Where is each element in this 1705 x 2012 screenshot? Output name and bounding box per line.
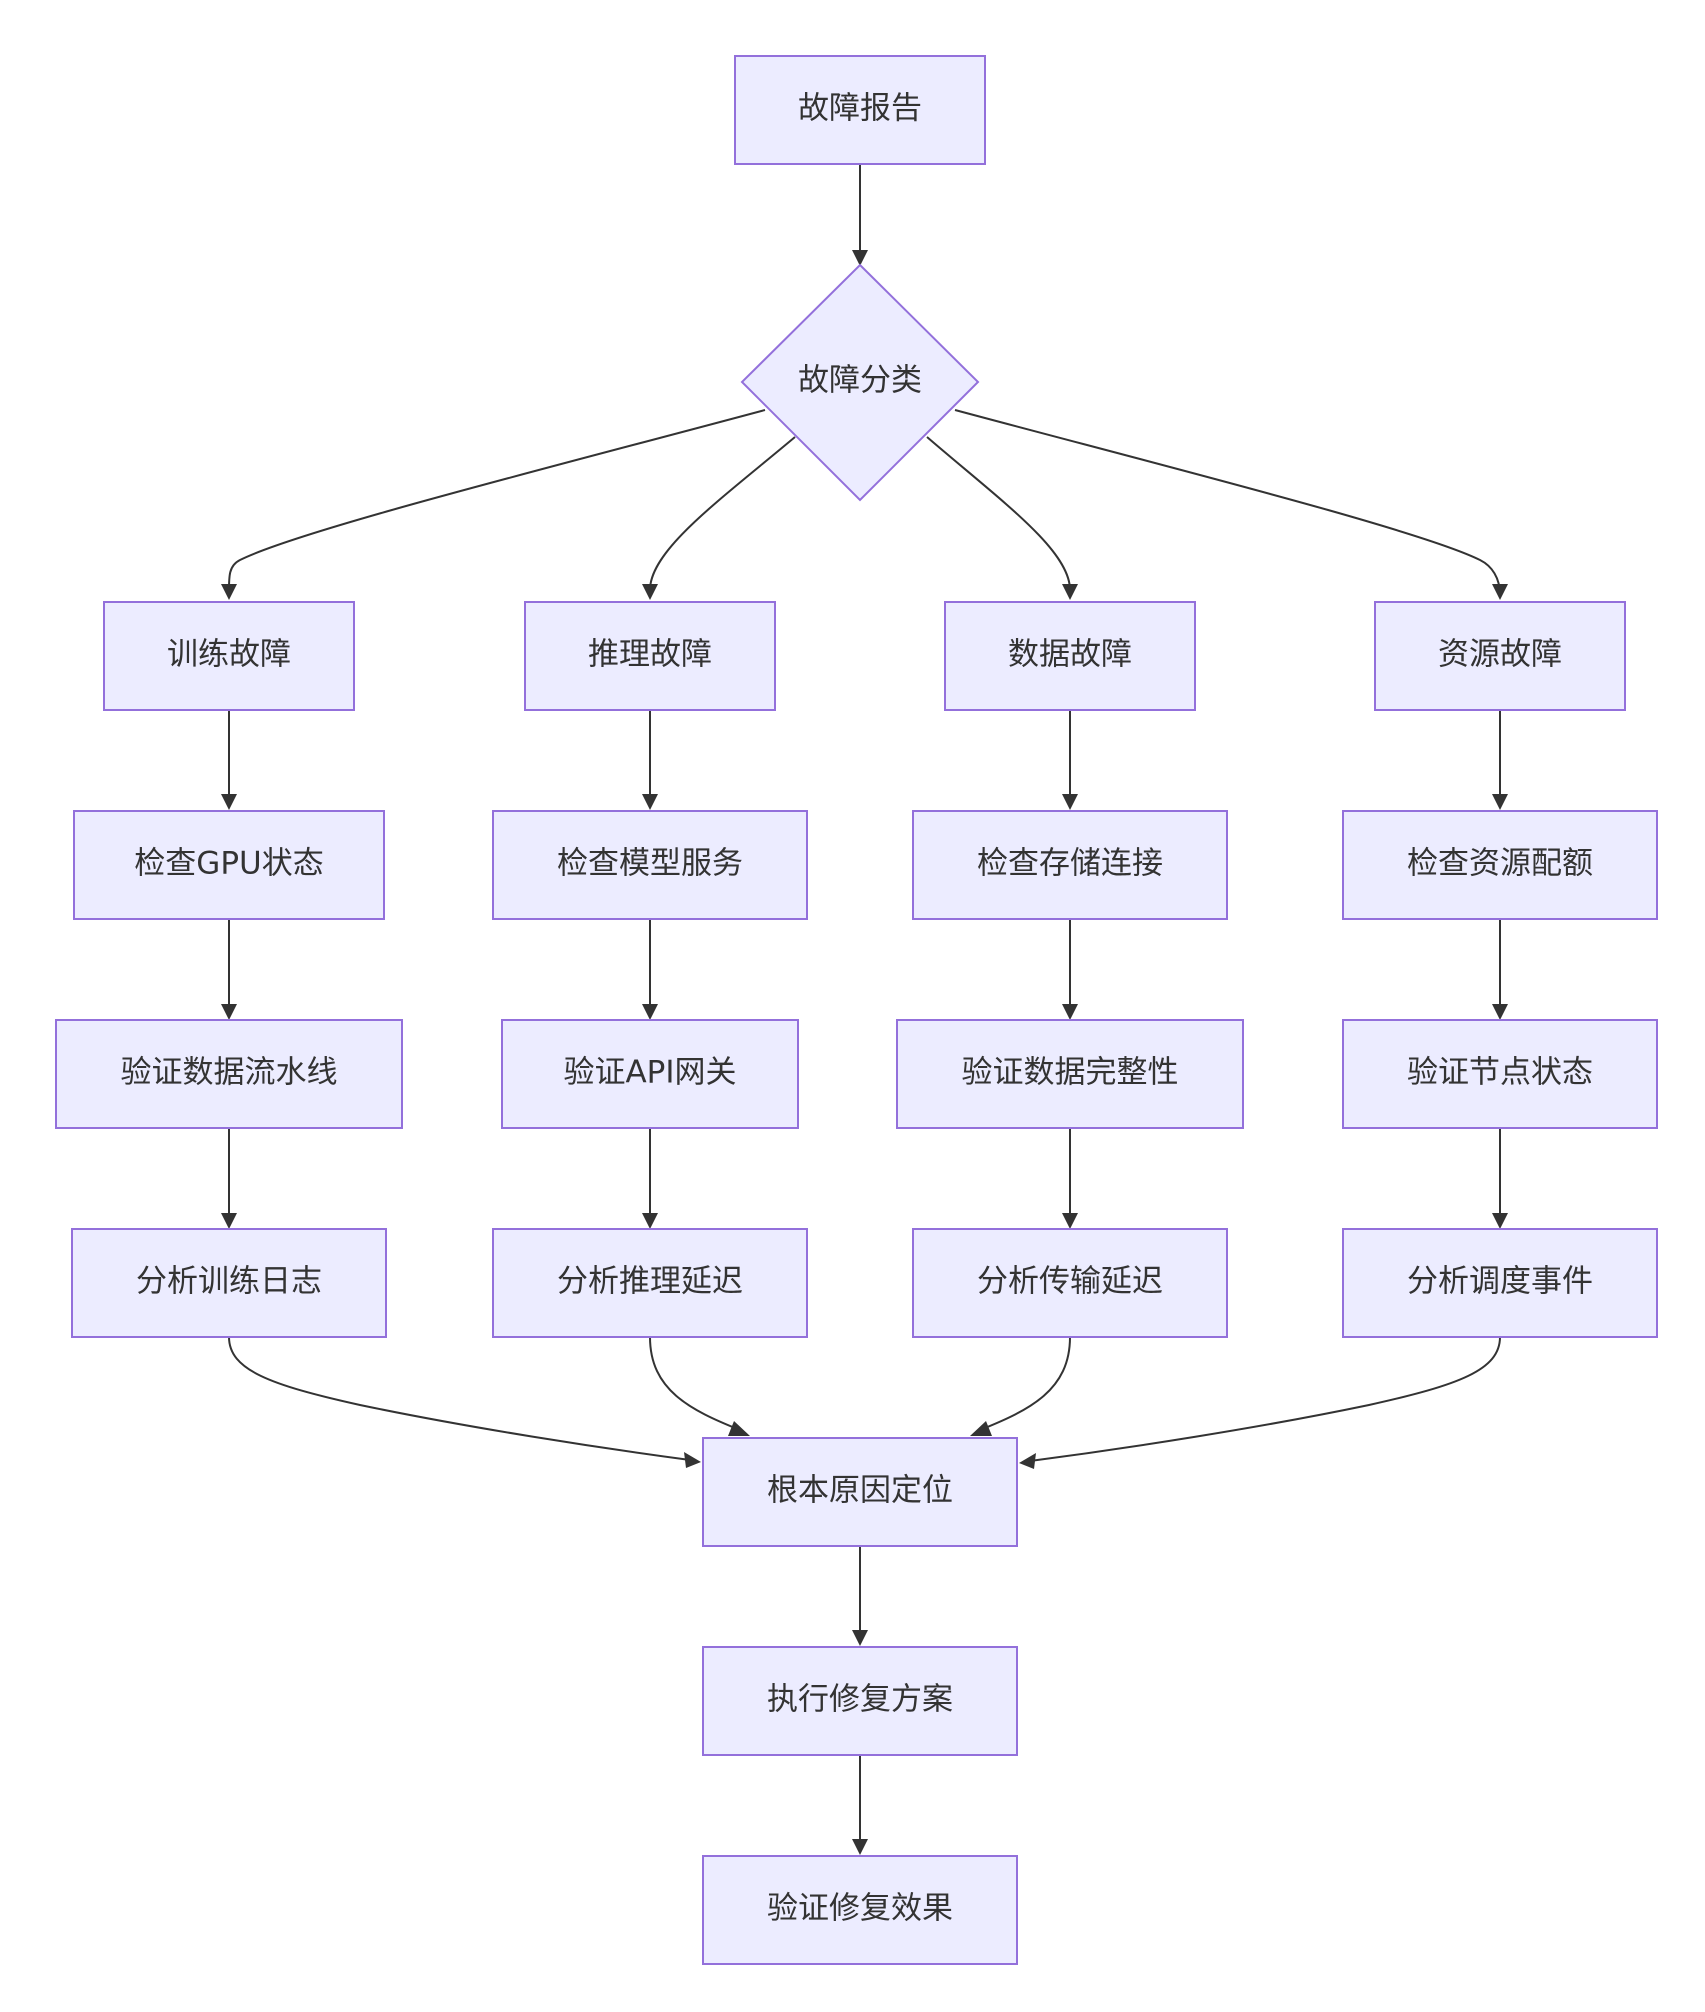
node-data-fault: 数据故障 <box>944 601 1196 711</box>
arrowhead <box>1492 1213 1508 1229</box>
arrowhead <box>852 1839 868 1855</box>
node-label: 分析训练日志 <box>136 1264 322 1300</box>
node-analyze-scheduling-events: 分析调度事件 <box>1342 1228 1658 1338</box>
node-label: 资源故障 <box>1438 637 1562 673</box>
edge-analyze-scheduling-to-root-cause <box>1029 1336 1501 1462</box>
arrowhead <box>684 1452 701 1468</box>
arrowhead <box>642 794 658 810</box>
arrowhead <box>642 584 658 600</box>
node-verify-api-gateway: 验证API网关 <box>501 1019 799 1129</box>
node-label: 分析调度事件 <box>1407 1264 1593 1300</box>
arrowhead <box>1019 1453 1036 1469</box>
arrowhead <box>221 1213 237 1229</box>
arrowhead <box>1062 1213 1078 1229</box>
arrowhead <box>852 1630 868 1646</box>
arrowhead <box>970 1421 992 1436</box>
node-check-model-service: 检查模型服务 <box>492 810 808 920</box>
arrowhead <box>221 1004 237 1020</box>
arrowhead <box>1062 584 1078 600</box>
node-label: 故障分类 <box>798 363 922 399</box>
node-label: 故障报告 <box>798 91 922 127</box>
node-label: 验证API网关 <box>563 1055 736 1091</box>
arrowhead <box>1492 794 1508 810</box>
node-label: 验证修复效果 <box>767 1891 953 1927</box>
node-check-gpu-status: 检查GPU状态 <box>73 810 385 920</box>
edges <box>221 165 1508 1855</box>
node-label: 验证数据完整性 <box>962 1055 1179 1091</box>
arrowhead <box>221 794 237 810</box>
node-check-resource-quota: 检查资源配额 <box>1342 810 1658 920</box>
edge-classification-to-training <box>227 409 766 596</box>
node-label: 验证节点状态 <box>1407 1055 1593 1091</box>
node-verify-data-integrity: 验证数据完整性 <box>896 1019 1244 1129</box>
arrowhead <box>1492 584 1508 600</box>
arrowhead <box>642 1213 658 1229</box>
arrowhead <box>1062 794 1078 810</box>
node-label: 训练故障 <box>167 637 291 673</box>
node-label: 验证数据流水线 <box>121 1055 338 1091</box>
node-check-storage-connection: 检查存储连接 <box>912 810 1228 920</box>
node-root-cause-localization: 根本原因定位 <box>702 1437 1018 1547</box>
node-label: 推理故障 <box>588 637 712 673</box>
node-label: 检查资源配额 <box>1407 846 1593 882</box>
node-fault-report: 故障报告 <box>734 55 986 165</box>
edge-analyze-transfer-to-root-cause <box>979 1336 1071 1431</box>
node-label: 根本原因定位 <box>767 1473 953 1509</box>
node-label: 检查存储连接 <box>977 846 1163 882</box>
arrowhead <box>1062 1004 1078 1020</box>
node-label: 检查GPU状态 <box>134 846 323 882</box>
node-inference-fault: 推理故障 <box>524 601 776 711</box>
node-label: 数据故障 <box>1008 637 1132 673</box>
nodes: 故障报告 故障分类 训练故障 推理故障 数据故障 资源故障 检查GPU状态 <box>55 55 1658 1965</box>
arrowhead <box>221 584 237 600</box>
edge-classification-to-data <box>926 436 1071 591</box>
node-verify-node-status: 验证节点状态 <box>1342 1019 1658 1129</box>
node-training-fault: 训练故障 <box>103 601 355 711</box>
edge-analyze-inference-to-root-cause <box>649 1336 741 1431</box>
node-resource-fault: 资源故障 <box>1374 601 1626 711</box>
node-label: 分析推理延迟 <box>557 1264 743 1300</box>
node-label: 执行修复方案 <box>767 1682 953 1718</box>
arrowhead <box>642 1004 658 1020</box>
node-label: 检查模型服务 <box>557 846 743 882</box>
node-analyze-inference-latency: 分析推理延迟 <box>492 1228 808 1338</box>
node-label: 分析传输延迟 <box>977 1264 1163 1300</box>
node-analyze-transfer-latency: 分析传输延迟 <box>912 1228 1228 1338</box>
arrowhead <box>1492 1004 1508 1020</box>
node-analyze-training-logs: 分析训练日志 <box>71 1228 387 1338</box>
edge-classification-to-inference <box>649 436 796 591</box>
edge-classification-to-resource <box>954 409 1501 596</box>
arrowhead <box>728 1421 750 1436</box>
arrowhead <box>852 250 868 266</box>
node-execute-fix-plan: 执行修复方案 <box>702 1646 1018 1756</box>
node-verify-data-pipeline: 验证数据流水线 <box>55 1019 403 1129</box>
edge-analyze-logs-to-root-cause <box>228 1336 691 1461</box>
node-fault-classification-decision: 故障分类 <box>740 263 980 502</box>
node-verify-fix-effect: 验证修复效果 <box>702 1855 1018 1965</box>
